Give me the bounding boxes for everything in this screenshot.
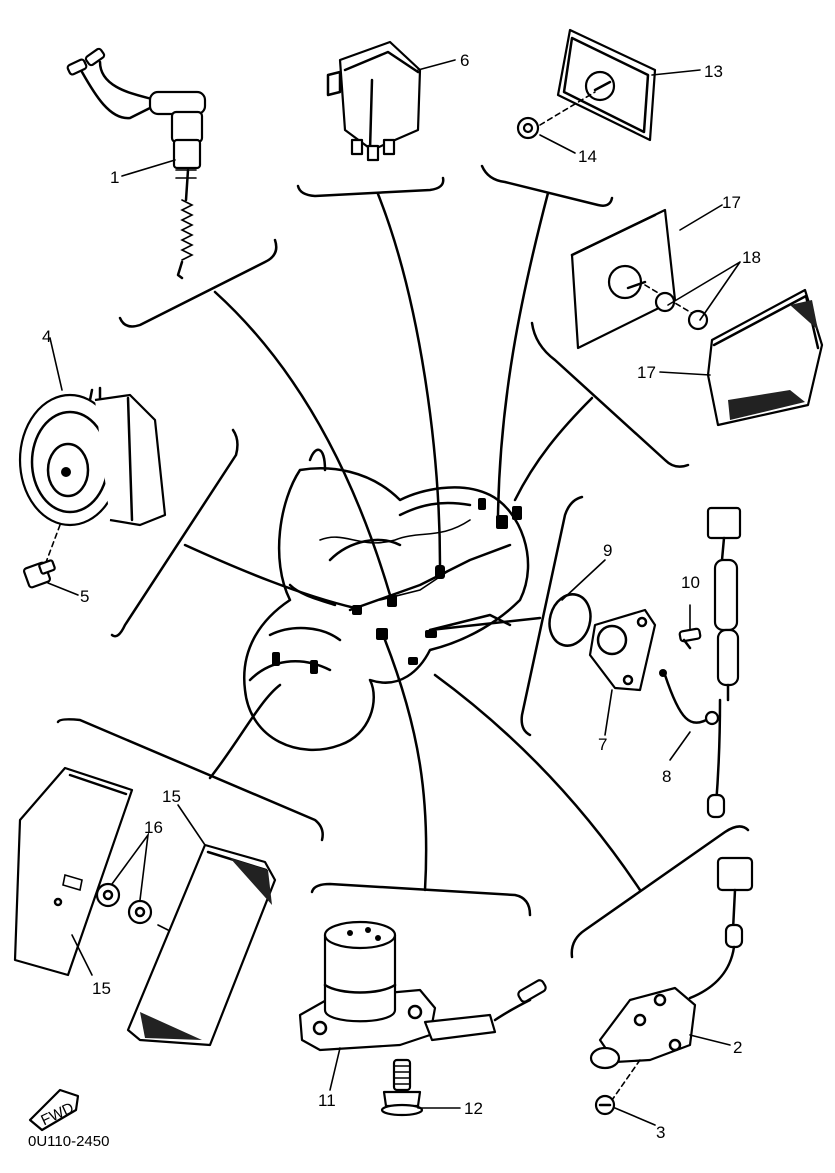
horn-bolt-part bbox=[22, 559, 56, 589]
screw-part bbox=[678, 627, 702, 650]
callout-8: 8 bbox=[662, 767, 671, 786]
reflector-13-part bbox=[516, 28, 657, 142]
callout-pointers bbox=[47, 59, 741, 1126]
lead-wire-part bbox=[659, 506, 742, 819]
callout-18: 18 bbox=[742, 248, 761, 267]
callout-5: 5 bbox=[80, 587, 89, 606]
sensor-part bbox=[588, 608, 657, 692]
reflector-15-right-part bbox=[126, 843, 277, 1047]
flasher-relay-part bbox=[326, 40, 422, 162]
reflector-15-left-part bbox=[13, 766, 134, 977]
callout-3: 3 bbox=[656, 1123, 665, 1142]
callout-4: 4 bbox=[42, 327, 51, 346]
callout-14: 14 bbox=[578, 147, 597, 166]
callout-15-lower: 15 bbox=[92, 979, 111, 998]
callout-16: 16 bbox=[144, 818, 163, 837]
leader-lines bbox=[56, 164, 750, 959]
callout-10: 10 bbox=[681, 573, 700, 592]
callout-17-upper: 17 bbox=[722, 193, 741, 212]
callout-17-lower: 17 bbox=[637, 363, 656, 382]
oil-switch-bolt-part bbox=[380, 1058, 424, 1117]
callout-13: 13 bbox=[704, 62, 723, 81]
horn-part bbox=[18, 386, 167, 566]
callout-12: 12 bbox=[464, 1099, 483, 1118]
callout-9: 9 bbox=[603, 541, 612, 560]
reference-code: 0U110-2450 bbox=[28, 1133, 109, 1150]
front-direction-arrow: FWD bbox=[28, 1088, 80, 1132]
callout-1: 1 bbox=[110, 168, 119, 187]
callout-2: 2 bbox=[733, 1038, 742, 1057]
callout-15-upper: 15 bbox=[162, 787, 181, 806]
reflector-17-part bbox=[570, 208, 824, 427]
stop-switch-part bbox=[589, 856, 754, 1101]
neutral-switch-part bbox=[66, 47, 207, 280]
oring-part bbox=[548, 593, 592, 647]
stop-switch-screw-part bbox=[594, 1094, 616, 1116]
oil-level-switch-part bbox=[298, 920, 547, 1052]
callout-7: 7 bbox=[598, 735, 607, 754]
motorcycle-frame bbox=[242, 448, 530, 752]
callout-6: 6 bbox=[460, 51, 469, 70]
callout-11: 11 bbox=[318, 1091, 336, 1110]
callout-labels: 1 2 3 4 5 6 7 8 9 10 11 12 13 14 15 15 1… bbox=[42, 51, 761, 1142]
nut-16-part bbox=[95, 882, 169, 931]
